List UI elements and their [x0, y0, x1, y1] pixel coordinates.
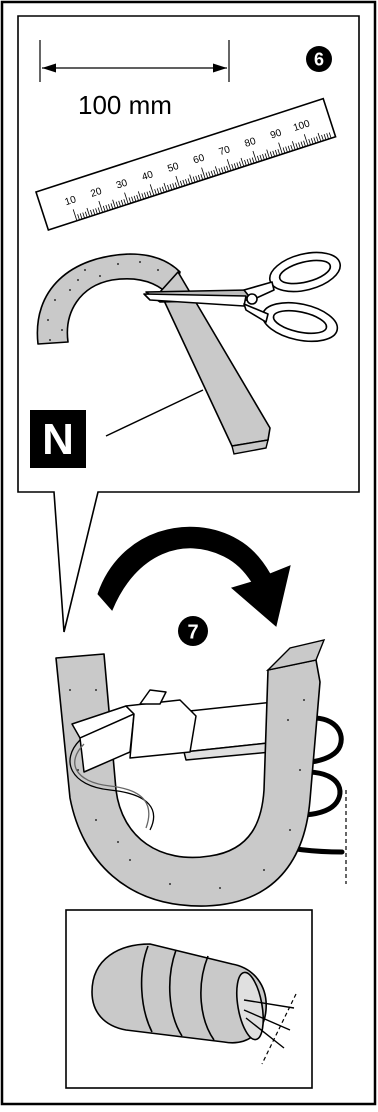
rotation-arrow — [98, 527, 290, 626]
callout-n-letter: N — [42, 415, 74, 464]
measurement-label: 100 mm — [78, 90, 172, 120]
step-7-badge: 7 — [178, 616, 208, 646]
step-7-number: 7 — [187, 622, 198, 644]
callout-n-label: N — [30, 410, 86, 468]
step-6-badge: 6 — [306, 46, 332, 72]
wrapped-foam-tape — [56, 654, 320, 906]
step-6-number: 6 — [314, 50, 324, 70]
